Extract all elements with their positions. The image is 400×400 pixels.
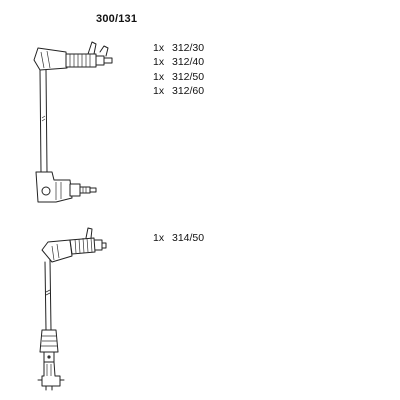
list-item: 1x 312/30: [153, 41, 204, 55]
set-number: 300/131: [96, 13, 138, 25]
lower-lead-bottom-boot: [37, 329, 65, 391]
quantity: 1x: [153, 84, 165, 97]
quantity: 1x: [153, 70, 165, 83]
lower-lead-cable: [44, 259, 52, 331]
lower-ignition-lead: [37, 227, 107, 391]
list-item: 1x 312/50: [153, 70, 204, 84]
upper-lead-cable: [39, 69, 48, 173]
quantity: 1x: [153, 232, 165, 244]
list-item: 1x 312/40: [153, 55, 204, 69]
upper-lead-top-boot: [33, 41, 113, 71]
lower-parts-list: 1x 314/50: [153, 231, 204, 245]
quantity: 1x: [153, 42, 165, 54]
part-number: 312/30: [172, 42, 205, 54]
part-number: 314/50: [172, 232, 205, 244]
quantity: 1x: [153, 56, 165, 69]
part-number: 312/60: [172, 84, 205, 97]
part-number: 312/50: [172, 70, 205, 83]
part-number: 312/40: [172, 56, 205, 69]
upper-lead-angled-boot: [35, 171, 97, 203]
upper-ignition-lead: [33, 41, 113, 203]
list-item: 1x 312/60: [153, 84, 204, 98]
list-item: 1x 314/50: [153, 231, 204, 245]
upper-parts-list: 1x 312/30 1x 312/40 1x 312/50 1x 312/60: [153, 41, 204, 98]
lower-lead-top-boot: [41, 227, 107, 263]
